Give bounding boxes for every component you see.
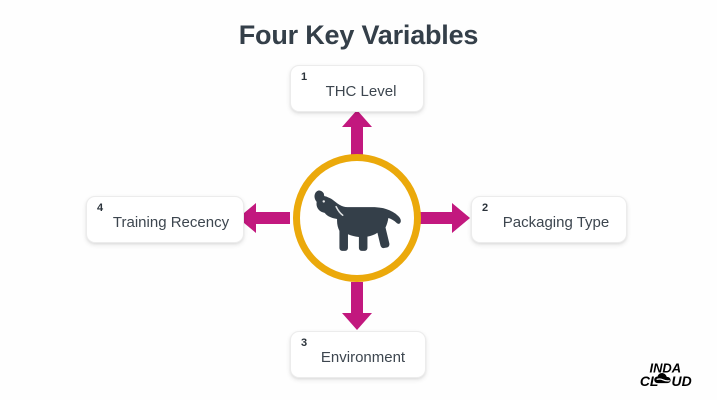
page-title: Four Key Variables [238,20,479,50]
card-badge-number: 1 [301,71,308,83]
indacloud-logo: INDA CL UD [637,358,709,392]
center-hub-circle [293,154,421,282]
variable-card-thc-level[interactable]: 1 THC Level [290,65,424,112]
variable-card-training-recency[interactable]: 4 Training Recency [86,196,244,243]
dog-silhouette-icon [309,181,405,257]
logo-text-inda: INDA [649,361,681,376]
card-label: Environment [320,349,406,366]
logo-text-ud: UD [672,373,692,389]
variable-card-packaging-type[interactable]: 2 Packaging Type [471,196,627,243]
variable-card-environment[interactable]: 3 Environment [290,331,426,378]
card-label: Training Recency [112,214,230,231]
cloud-icon [654,372,671,384]
card-label: Packaging Type [502,214,610,231]
arrow-left-icon [238,202,290,234]
arrow-up-icon [341,110,373,158]
logo-text-cl: CL [640,373,659,389]
card-label: THC Level [325,83,397,100]
arrow-right-icon [418,202,470,234]
card-badge-number: 4 [97,202,104,214]
arrow-down-icon [341,282,373,330]
card-badge-number: 2 [482,202,489,214]
card-badge-number: 3 [301,337,308,349]
